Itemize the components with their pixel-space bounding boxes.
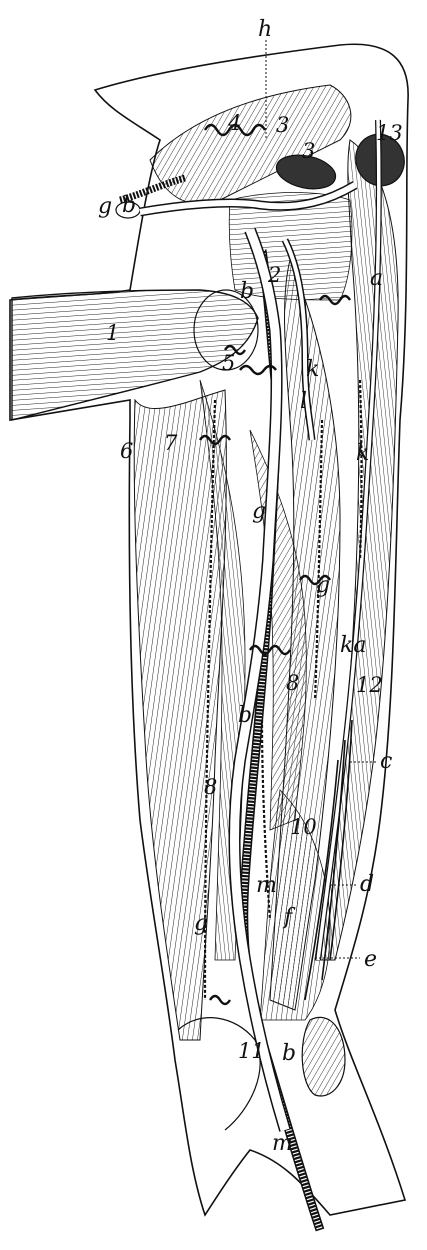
label-g-low: g bbox=[194, 911, 208, 936]
label-5: 5 bbox=[222, 351, 235, 375]
label-4: 4 bbox=[227, 111, 241, 135]
leader-lines bbox=[265, 40, 378, 959]
tendons bbox=[304, 719, 353, 1001]
deep-branch-inner bbox=[283, 239, 314, 441]
label-ka: ka bbox=[340, 633, 366, 658]
cut-stump-3 bbox=[275, 154, 337, 190]
label-h: h bbox=[258, 17, 272, 42]
label-m-mid: m bbox=[256, 873, 277, 898]
label-a-top: a bbox=[370, 266, 383, 291]
label-3a: 3 bbox=[276, 113, 289, 137]
upper-vessel-inner bbox=[139, 182, 357, 215]
label-c: c bbox=[380, 749, 392, 774]
label-11: 11 bbox=[238, 1039, 265, 1063]
label-12: 12 bbox=[356, 673, 383, 697]
vessel-chains bbox=[203, 379, 363, 1001]
label-2: 2 bbox=[267, 263, 281, 287]
main-vein-inner bbox=[230, 228, 290, 1132]
knee-patella bbox=[301, 1016, 346, 1097]
label-b-bottom: b bbox=[282, 1041, 296, 1066]
label-13: 13 bbox=[376, 121, 403, 145]
label-m-bottom: m bbox=[272, 1131, 293, 1156]
label-3b: 3 bbox=[302, 139, 315, 163]
label-b-low: b bbox=[238, 703, 252, 728]
label-1: 1 bbox=[106, 321, 119, 345]
label-b-top: b bbox=[122, 193, 136, 218]
label-g-mid: g bbox=[252, 499, 266, 524]
label-8b: 8 bbox=[204, 775, 217, 799]
label-k-a: k bbox=[306, 357, 319, 382]
label-10: 10 bbox=[290, 815, 317, 839]
arm-vessel bbox=[119, 174, 186, 204]
labels: h g b 4 3 3 13 a 1 b 2 5 k l k 6 7 g g k… bbox=[98, 17, 403, 1156]
label-e: e bbox=[364, 947, 377, 972]
label-6: 6 bbox=[120, 439, 133, 463]
label-8a: 8 bbox=[286, 671, 299, 695]
severed-arm bbox=[11, 289, 259, 421]
arm-cut-end bbox=[193, 289, 259, 371]
knee-outline bbox=[177, 1017, 261, 1131]
label-k-b: k bbox=[356, 441, 369, 466]
label-d: d bbox=[360, 872, 374, 897]
label-l: l bbox=[300, 389, 307, 414]
lateral-nerve-inner bbox=[316, 119, 381, 961]
label-7: 7 bbox=[164, 431, 178, 455]
small-vessels bbox=[198, 123, 352, 1006]
label-g-top: g bbox=[98, 194, 112, 219]
label-b-mid: b bbox=[240, 279, 254, 304]
label-g-mid2: g bbox=[316, 573, 330, 598]
